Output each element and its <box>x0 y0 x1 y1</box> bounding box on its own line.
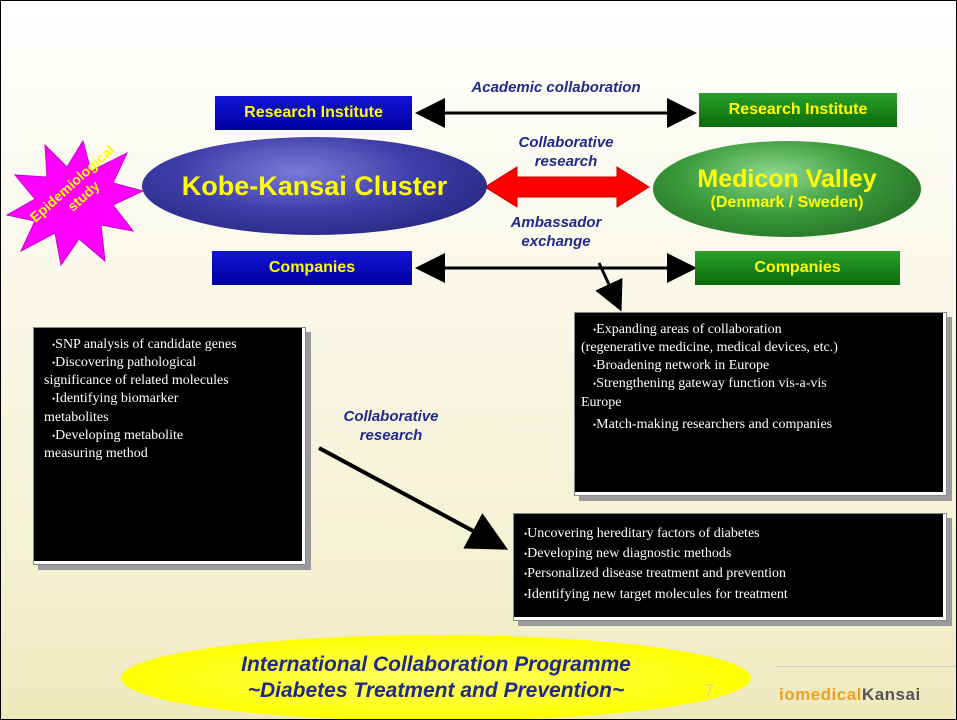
list-item: •Match-making researchers and companies <box>593 416 833 432</box>
kobe-kansai-cluster: Kobe-Kansai Cluster <box>142 137 487 235</box>
list-item: •Identifying new target molecules for tr… <box>524 586 788 602</box>
kobe-kansai-title: Kobe-Kansai Cluster <box>181 170 448 201</box>
logo-divider <box>776 666 956 667</box>
research-institute-left: Research Institute <box>215 96 412 130</box>
left-research-list: •SNP analysis of candidate genes •Discov… <box>44 336 295 463</box>
medicon-subtitle: (Denmark / Sweden) <box>710 194 864 211</box>
list-item: •Strengthening gateway function vis-a-vi… <box>593 376 827 392</box>
companies-right: Companies <box>695 251 900 285</box>
list-item: •Identifying biomarker <box>52 391 179 407</box>
academic-collaboration-label: Academic collaboration <box>471 79 641 96</box>
list-item: •Uncovering hereditary factors of diabet… <box>524 526 760 542</box>
list-item-cont: (regenerative medicine, medical devices,… <box>581 340 838 356</box>
companies-left: Companies <box>212 251 412 285</box>
list-item-cont: Europe <box>581 394 622 410</box>
collaborative-research-top-label: Collaborative research <box>518 134 614 170</box>
epidemiological-study-badge: Epidemiological study <box>5 139 145 267</box>
biomedical-kansai-logo: iomedicalKansai <box>779 685 921 705</box>
list-item: •SNP analysis of candidate genes <box>52 337 237 353</box>
right-expansion-list: •Expanding areas of collaboration (regen… <box>581 321 940 434</box>
ambassador-pointer-arrow <box>595 262 623 312</box>
medicon-title: Medicon Valley <box>697 165 877 193</box>
starburst-shape <box>5 139 145 267</box>
left-research-box: •SNP analysis of candidate genes •Discov… <box>33 327 306 565</box>
result-box: •Uncovering hereditary factors of diabet… <box>513 513 947 621</box>
medicon-valley: Medicon Valley (Denmark / Sweden) <box>653 141 921 237</box>
research-institute-right: Research Institute <box>699 93 897 127</box>
footer-title-line1: International Collaboration Programme <box>241 653 631 676</box>
footer-title-line2: ~Diabetes Treatment and Prevention~ <box>247 679 625 702</box>
collaborative-research-arrow <box>318 446 509 550</box>
footer-title-ellipse: International Collaboration Programme ~D… <box>121 635 751 719</box>
list-item: •Developing metabolite <box>52 427 184 443</box>
logo-text-b: Kansai <box>861 685 921 704</box>
right-expansion-box: •Expanding areas of collaboration (regen… <box>574 312 947 496</box>
list-item-cont: measuring method <box>44 445 148 461</box>
list-item-cont: significance of related molecules <box>44 373 229 389</box>
list-item: •Personalized disease treatment and prev… <box>524 566 787 582</box>
collaborative-research-middle-label: Collaborative research <box>343 408 439 444</box>
result-list: •Uncovering hereditary factors of diabet… <box>524 524 936 605</box>
list-item: •Expanding areas of collaboration <box>593 322 782 338</box>
list-item: •Developing new diagnostic methods <box>524 546 732 562</box>
page-number: 7 <box>704 681 715 701</box>
list-item: •Discovering pathological <box>52 355 197 371</box>
logo-text-a: iomedical <box>779 685 862 704</box>
red-double-arrow <box>484 166 650 208</box>
ambassador-exchange-label: Ambassador exchange <box>510 214 602 250</box>
list-item-cont: metabolites <box>44 409 109 425</box>
list-item: •Broadening network in Europe <box>593 358 770 374</box>
